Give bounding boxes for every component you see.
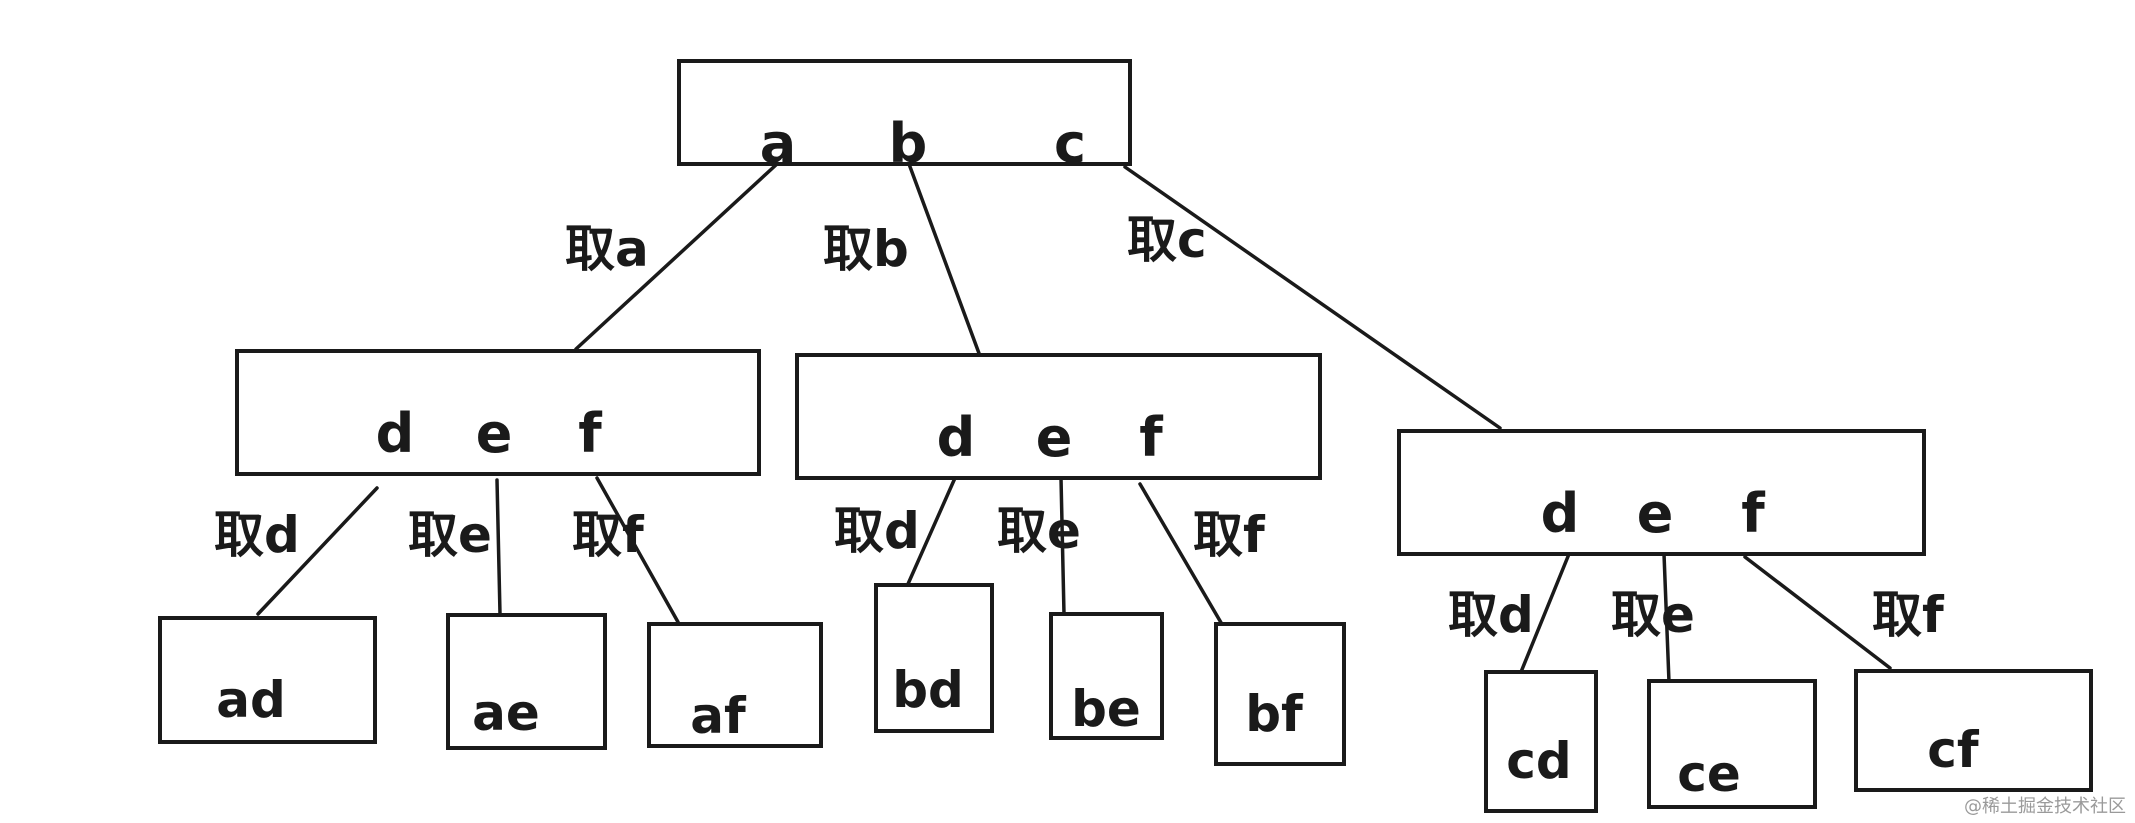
node-b-letter-f: f [1139,406,1163,469]
leaf-cd-box [1484,670,1598,813]
edge-label-b-take-e: 取e [997,502,1081,560]
edge-root-to-c [1123,165,1502,430]
leaf-af-box [647,622,823,748]
node-a-box [235,349,761,476]
node-a-letter-e: e [476,402,513,465]
edge-label-c-take-e: 取e [1611,586,1695,644]
leaf-ad-box [158,616,377,744]
edge-label-take-c: 取c [1127,211,1207,269]
edge-label-take-b: 取b [823,220,909,278]
edge-b-to-be [1059,476,1066,616]
node-c-letter-f: f [1741,482,1765,545]
edge-c-to-cd [1519,552,1571,674]
leaf-ce-label: ce [1677,745,1741,803]
leaf-bf-label: bf [1245,685,1304,743]
root-node-box [677,59,1132,166]
node-c-letter-e: e [1637,482,1674,545]
leaf-cf-box [1854,669,2093,792]
edge-label-a-take-e: 取e [408,506,492,564]
node-c-letter-d: d [1541,482,1580,545]
leaf-be-label: be [1071,680,1141,738]
edge-a-to-ae [495,478,502,616]
leaf-be-box [1049,612,1164,740]
edge-b-to-bf [1138,482,1225,628]
leaf-ae-label: ae [472,684,540,742]
watermark: @稀土掘金技术社区 [1964,796,2126,817]
edge-a-to-af [595,476,680,624]
edge-c-to-cf [1743,555,1892,670]
edge-label-b-take-d: 取d [834,502,920,560]
edge-label-c-take-d: 取d [1448,586,1534,644]
leaf-bf-box [1214,622,1346,766]
edge-label-b-take-f: 取f [1193,506,1266,564]
edge-c-to-ce [1662,552,1671,684]
node-a-letter-d: d [376,402,415,465]
edge-label-a-take-f: 取f [572,506,645,564]
edge-a-to-ad [256,486,379,616]
root-letter-c: c [1054,112,1086,175]
leaf-bd-label: bd [892,661,964,719]
edge-label-c-take-f: 取f [1872,586,1945,644]
node-a-letter-f: f [578,402,602,465]
node-b-box [795,353,1322,480]
root-letter-a: a [760,112,796,175]
leaf-af-label: af [690,687,747,745]
edge-label-a-take-d: 取d [214,506,300,564]
edge-root-to-b [907,162,982,358]
leaf-cf-label: cf [1927,721,1980,779]
leaf-cd-label: cd [1506,732,1571,790]
edge-b-to-bd [906,476,957,586]
leaf-ae-box [446,613,607,750]
edge-root-to-a [574,162,779,351]
leaf-ad-label: ad [216,671,286,729]
leaf-ce-box [1647,679,1817,809]
node-c-box [1397,429,1926,556]
node-b-letter-e: e [1036,406,1073,469]
leaf-bd-box [874,583,994,733]
node-b-letter-d: d [937,406,976,469]
edge-label-take-a: 取a [565,220,649,278]
